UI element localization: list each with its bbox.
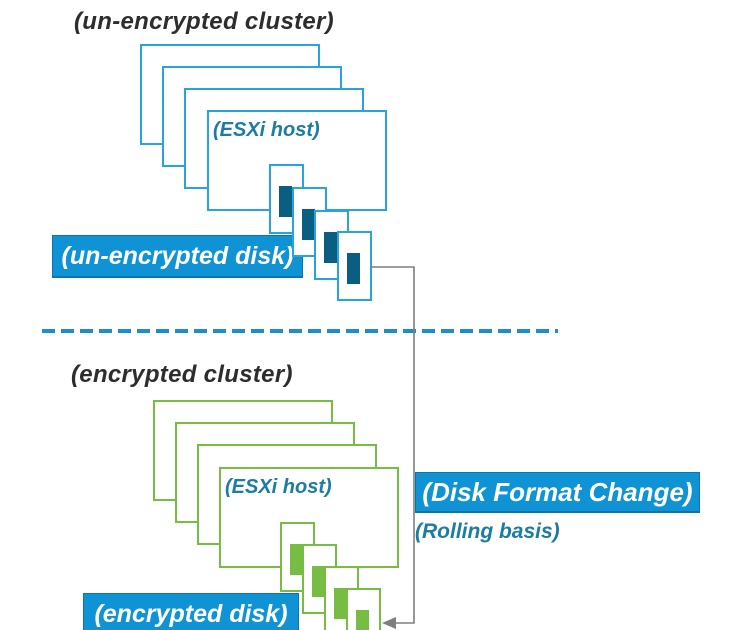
disk-bar bbox=[302, 209, 315, 240]
unencrypted-cluster-title: (un-encrypted cluster) bbox=[74, 8, 334, 35]
disk-format-change-label: (Disk Format Change) bbox=[415, 472, 700, 513]
rolling-basis-label: (Rolling basis) bbox=[415, 520, 560, 543]
encrypted-cluster-title: (encrypted cluster) bbox=[71, 361, 293, 388]
cluster-divider-dashed-line bbox=[42, 329, 558, 333]
encrypted-disk-label: (encrypted disk) bbox=[83, 593, 299, 630]
unencrypted-disk-label: (un-encrypted disk) bbox=[52, 235, 303, 278]
disk-bar bbox=[324, 232, 337, 263]
esxi-host-label: (ESXi host) bbox=[213, 119, 320, 141]
disk-bar bbox=[279, 186, 292, 217]
disk-bar bbox=[356, 610, 369, 630]
disk-bar bbox=[347, 253, 360, 284]
vm-disk-rect-front bbox=[337, 231, 372, 301]
esxi-host-label: (ESXi host) bbox=[225, 476, 332, 498]
disk-bar bbox=[312, 566, 325, 597]
encrypted-cluster-section: (encrypted cluster) (ESXi host) (encrypt… bbox=[0, 330, 740, 630]
vm-disk-rect-front bbox=[346, 588, 381, 630]
disk-bar bbox=[290, 544, 303, 575]
unencrypted-cluster-section: (un-encrypted cluster) (ESXi host) (un-e… bbox=[52, 8, 387, 301]
disk-bar bbox=[334, 588, 347, 619]
